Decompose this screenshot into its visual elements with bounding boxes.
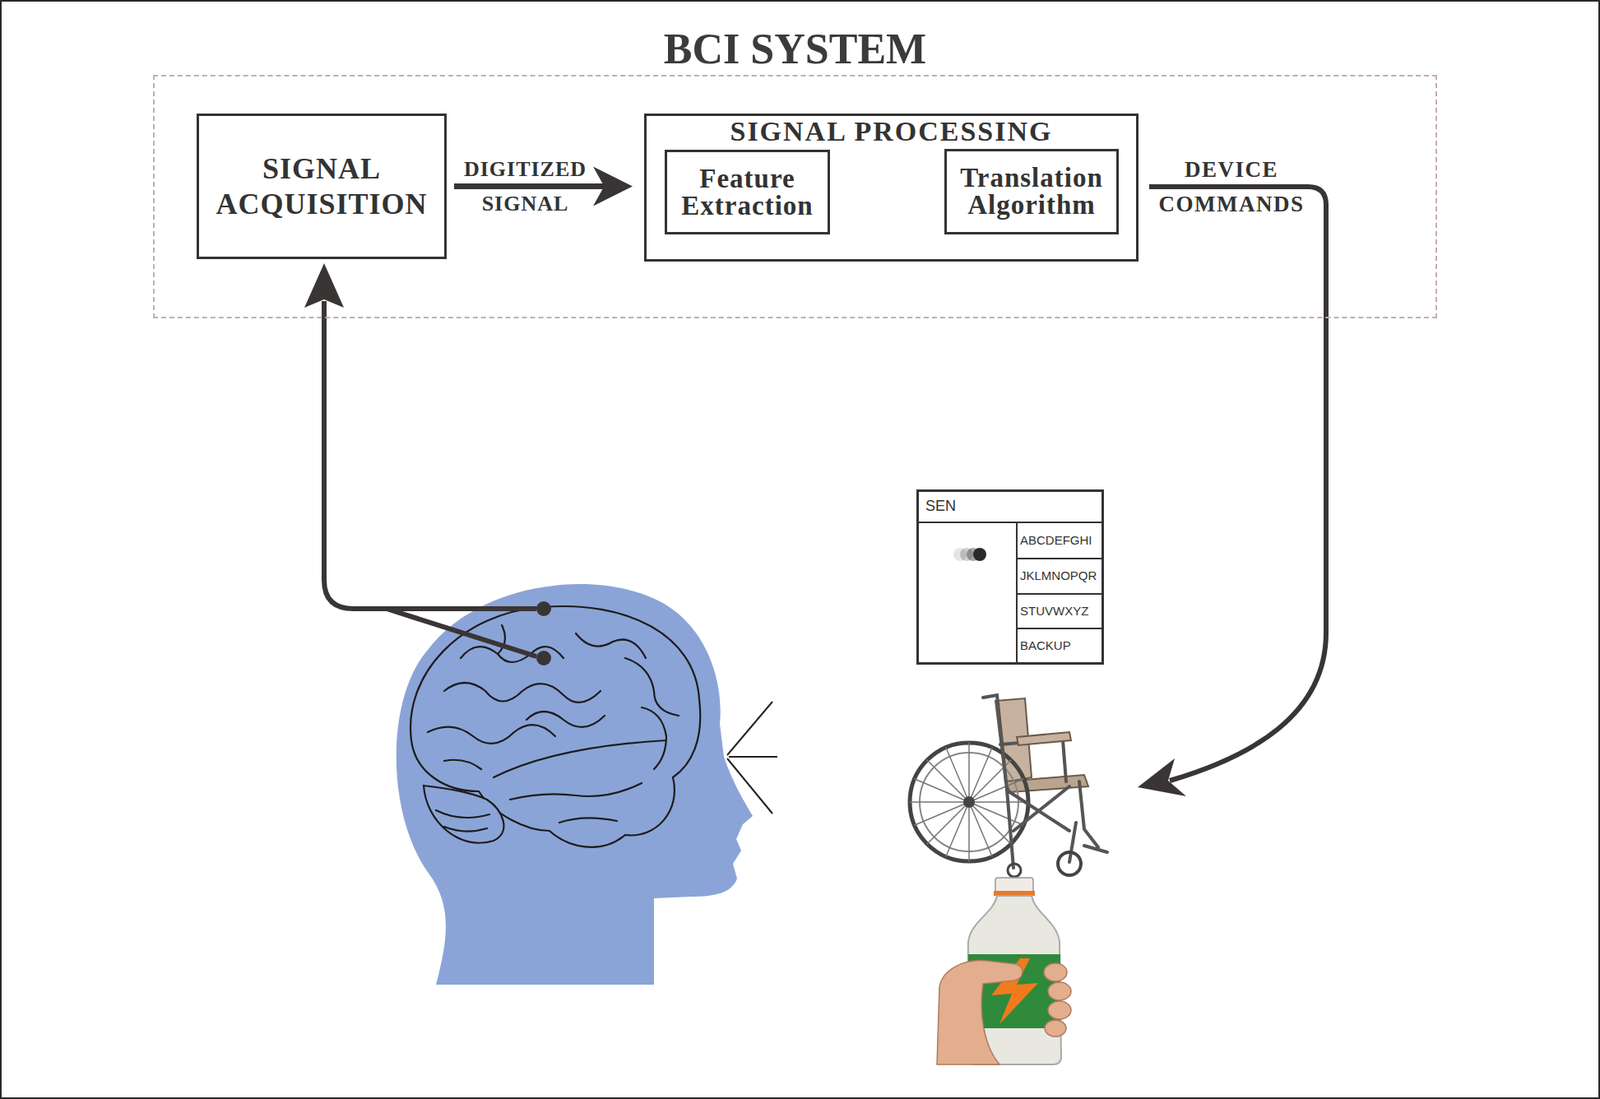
gaze-line [727,758,773,814]
gaze-line [727,701,773,756]
finger [1048,1001,1072,1020]
brain-drawing [410,606,701,848]
letter-row: STUVWXYZ [1015,593,1102,628]
finger [1044,1020,1067,1037]
head-silhouette [396,584,753,985]
hand-palm [936,960,1023,1065]
chair-frame [983,695,1108,868]
arrowhead [593,166,633,207]
armrest-pad [1016,732,1072,746]
letter-group: BACKUP [1020,638,1072,654]
process-box: Feature Extraction [664,149,831,235]
cursor-dot [918,523,1010,589]
process-box: SIGNAL ACQUISITION [196,113,447,260]
gaze-line [728,755,778,758]
speller-screen: SEN ABCDEFGHI JKLMNOPQR STUVWXYZ BACKUP [916,489,1104,665]
signal-label: DIGITIZED SIGNAL [453,152,599,222]
letter-group: STUVWXYZ [1020,603,1089,619]
box-label: Translation Algorithm [949,164,1114,219]
wheelchair [909,695,1108,877]
letter-row: BACKUP [1015,627,1102,663]
electrode-dot [536,650,552,666]
bottle-cap [995,877,1034,893]
group-heading: SIGNAL PROCESSING [646,115,1137,148]
command-line [1137,186,1327,797]
screen-text: SEN [925,496,956,515]
gaze-lines [727,701,778,814]
lead-wire [386,608,537,657]
system-title: BCI SYSTEM [154,24,1436,75]
connector-line [454,183,605,190]
process-group-box: SIGNAL PROCESSING Feature Extraction Trans… [644,113,1139,262]
chair-seat [1005,774,1089,793]
electrode-lead [304,263,552,666]
process-box: Translation Algorithm [944,148,1119,235]
box-label: SIGNAL ACQUISITION [202,151,441,223]
brain-outline [410,606,701,848]
electrode-dot [536,601,552,617]
letter-row: ABCDEFGHI [1015,523,1102,558]
hub [963,796,975,808]
cursor-area [918,523,1016,663]
box-label: Feature Extraction [669,165,826,220]
lead-wire [324,301,537,609]
head-figure [396,584,778,985]
drink-bottle [936,877,1072,1065]
finger [1048,982,1072,1001]
letter-group: JKLMNOPQR [1020,568,1097,584]
screen-header: SEN [918,491,1102,524]
command-arrowhead [1137,758,1187,797]
cursor-dot [973,547,987,562]
letter-row: JKLMNOPQR [1015,557,1102,593]
rear-caster [1007,863,1021,877]
caster-wheel [1057,852,1081,876]
cerebellum [423,785,504,844]
signal-label: DEVICE COMMANDS [1145,152,1318,222]
command-wire [1149,186,1327,781]
lead-arrowhead [304,263,344,308]
brain-gyri [427,625,679,832]
letter-group: ABCDEFGHI [1020,533,1093,548]
finger [1043,963,1067,982]
